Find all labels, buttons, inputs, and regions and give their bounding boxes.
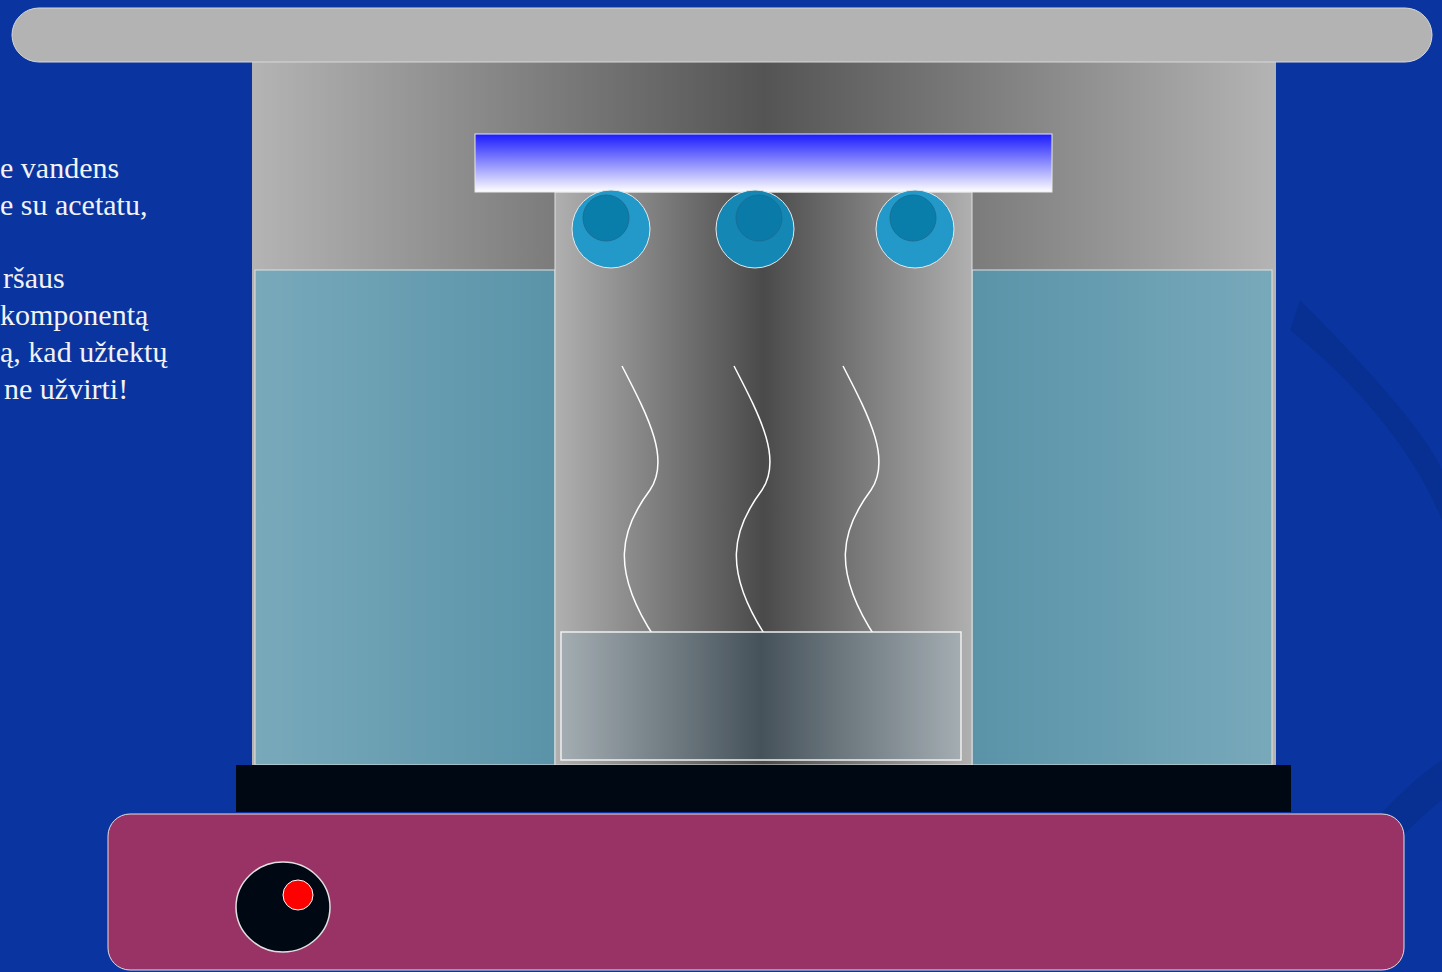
water-jacket (255, 270, 555, 765)
indicator-light (283, 880, 313, 910)
inner-chamber (555, 192, 972, 765)
water-jacket (972, 270, 1272, 765)
slide-text: ršaus (3, 260, 65, 296)
cooling-plate (475, 134, 1052, 192)
slide-text: ne užvirti! (4, 371, 128, 407)
slide-text: ą, kad užtektų (0, 334, 167, 370)
lid (12, 8, 1432, 62)
background-swirl (1290, 300, 1442, 520)
slide-text: e su acetatu, (0, 187, 147, 223)
slide-text: komponentą (0, 297, 148, 333)
hotplate-top (236, 765, 1291, 812)
hotplate (108, 814, 1404, 970)
slide-text: e vandens (0, 150, 119, 186)
droplets (572, 190, 954, 268)
still-body (252, 55, 1276, 767)
vapor-lines (622, 366, 879, 638)
liquid-container (561, 632, 961, 760)
knob (236, 862, 330, 952)
